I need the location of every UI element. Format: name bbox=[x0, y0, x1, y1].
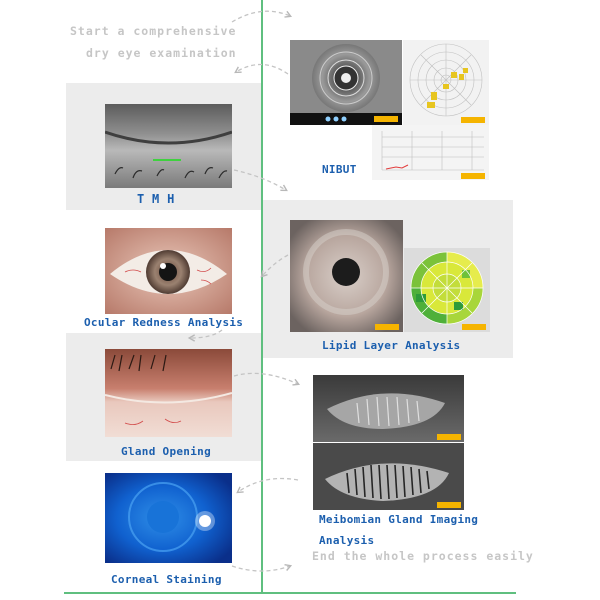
lipid-grading-map bbox=[404, 248, 490, 332]
meibo-label-line-1: Meibomian Gland Imaging bbox=[319, 513, 479, 526]
tmh-image bbox=[105, 104, 232, 188]
bottom-divider bbox=[64, 592, 516, 594]
meibo-label-line-2: Analysis bbox=[319, 534, 375, 547]
arrow-lipid-to-redness bbox=[260, 254, 289, 278]
nibut-label: NIBUT bbox=[322, 163, 357, 176]
timeline-divider bbox=[261, 0, 263, 594]
gland-opening-label: Gland Opening bbox=[121, 445, 211, 458]
arrow-staining-to-end bbox=[231, 563, 293, 572]
nibut-time-graph bbox=[372, 125, 489, 180]
arrow-gland-to-meibo bbox=[233, 372, 301, 386]
corneal-staining-image bbox=[105, 473, 232, 563]
arrow-intro-to-nibut bbox=[231, 10, 293, 23]
intro-line-2: dry eye examination bbox=[86, 46, 237, 60]
redness-label: Ocular Redness Analysis bbox=[84, 316, 244, 329]
meibo-image-upper bbox=[313, 375, 464, 442]
arrow-meibo-to-staining bbox=[236, 477, 299, 494]
intro-line-1: Start a comprehensive bbox=[70, 24, 237, 38]
lipid-eye-image bbox=[290, 220, 403, 332]
staining-label: Corneal Staining bbox=[111, 573, 222, 586]
arrow-redness-to-gland bbox=[187, 329, 223, 342]
meibo-image-lower bbox=[313, 443, 464, 510]
outro-text: End the whole process easily bbox=[312, 549, 534, 563]
gland-opening-image bbox=[105, 349, 232, 437]
lipid-label: Lipid Layer Analysis bbox=[322, 339, 461, 352]
arrow-nibut-to-tmh bbox=[234, 63, 289, 75]
nibut-placido-image bbox=[290, 40, 402, 125]
tmh-label: T M H bbox=[137, 192, 175, 206]
redness-eye-image bbox=[105, 228, 232, 314]
arrow-tmh-to-lipid bbox=[233, 169, 288, 192]
nibut-polar-map bbox=[403, 40, 489, 125]
